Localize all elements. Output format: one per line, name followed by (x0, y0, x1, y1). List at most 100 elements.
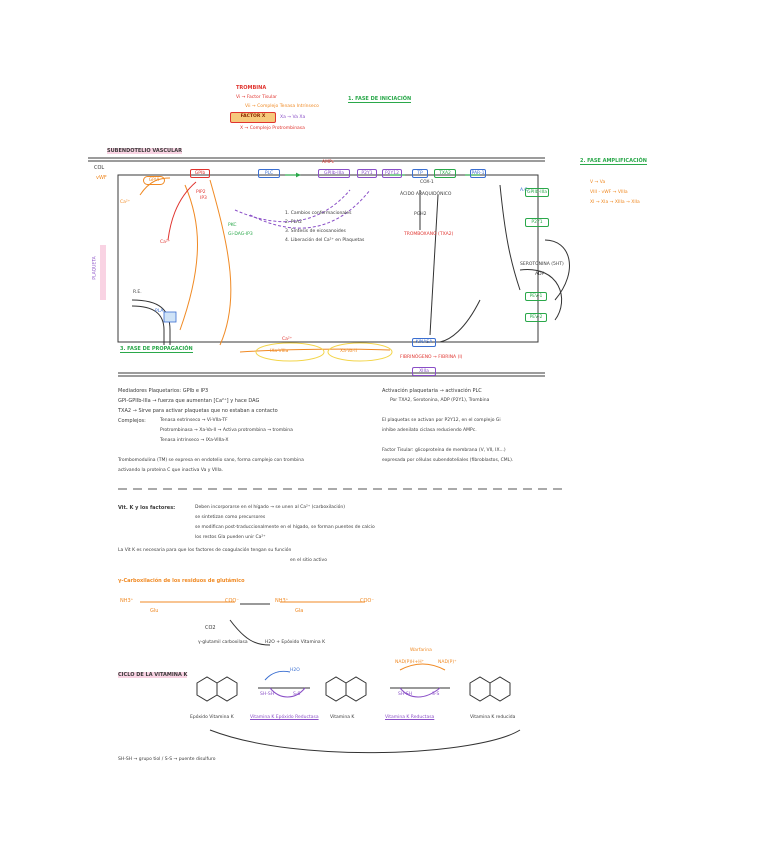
step: 4. Liberación del Ca²⁺ en Plaquetas (285, 238, 365, 243)
compound-label: Vitamina K (330, 715, 355, 720)
plaqueta-label: PLAQUETA (92, 256, 98, 280)
vitk-line: en el sitio activo (290, 558, 327, 563)
vitk-line: Deben incorporarse en el hígado → se une… (195, 505, 345, 510)
subendothelium-label: SUBENDOTELIO VASCULAR (107, 148, 182, 154)
kinase-box: KINASA (412, 338, 436, 347)
step: 3. Síntesis de eicosanoides (285, 229, 346, 234)
vitk-line: se sintetizan como precursores (195, 515, 266, 520)
note-right: expresada por células subendoteliales (f… (382, 458, 514, 463)
propagation-title: 3. FASE DE PROPAGACIÓN (120, 346, 193, 353)
gpiib-box: GPIIb-IIIa (525, 188, 549, 197)
prop-item: Xa-Va-II (340, 349, 357, 354)
txa2-label: TROMBOXANO (TXA2) (404, 232, 454, 237)
ca-ion: Ca²⁺ (120, 200, 131, 205)
receptor-box: PAR-1 (470, 169, 486, 178)
note-left: Complejos: (118, 418, 146, 424)
vitk-line: se modifican post-traduccionalmente en e… (195, 525, 375, 530)
amp-line: XI → XIa → XIIIa → XIIa (590, 200, 640, 205)
step: 1. Cambios conformacionales (285, 211, 352, 216)
factor-x-box: FACTOR X (230, 112, 276, 123)
receptor-box: GPIb (190, 169, 210, 178)
amp-line: VIII - vWF → VIIIa (590, 190, 628, 195)
serotonin-label: SEROTONINA (5HT) (520, 262, 564, 267)
fibrin-label: FIBRINÓGENO → FIBRINA (I) (400, 355, 463, 360)
dag-label: Gi-DAG-IP3 (228, 232, 253, 237)
mod-line: Xa → Va Xa (280, 115, 306, 120)
mod-line: X → Complejo Protrombinasa (240, 126, 305, 131)
coo-label: COO⁻ (225, 598, 240, 604)
pev2-box: PEV-2 (525, 313, 547, 322)
note-left: activando la proteína C que inactiva Va … (118, 468, 224, 473)
enzyme-label: Vitamina K Epóxido Reductasa (250, 715, 319, 720)
cofactor: S-S (432, 692, 440, 697)
note-left: Tenasa intrínseco → IXa-VIIIa-X (160, 438, 229, 443)
coo-label: COO⁻ (360, 598, 375, 604)
cofactor: SH-SH (260, 692, 275, 697)
carboxylation-title: γ-Carboxilación de los residuos de glutá… (118, 578, 245, 584)
plaqueta-stripe (100, 245, 106, 300)
gla-label: Gla (295, 608, 304, 614)
note-right: Factor Tisular: glicoproteína de membran… (382, 448, 506, 453)
cofactor: H2O (290, 668, 300, 673)
vitk-header: Vit. K y los factores: (118, 505, 176, 511)
compound-label: Epóxido Vitamina K (190, 715, 234, 720)
nh3-label: NH3⁺ (120, 598, 134, 604)
note-left: Tenasa extrínseco → Vi-VIIa-TF (160, 418, 228, 423)
carboxylase-label: γ-glutamil carboxilasa (198, 640, 248, 645)
note-right: inhibe adenilato ciclasa reduciendo AMPc… (382, 428, 477, 433)
nh3-label: NH3⁺ (275, 598, 289, 604)
cycle-label: CICLO DE LA VITAMINA K (118, 672, 188, 678)
vitamin-k-structure (325, 676, 367, 702)
receptor-box: TP (412, 169, 428, 178)
cofactor: S-S (293, 692, 301, 697)
enzyme-label: Vitamina K Reductasa (385, 715, 435, 720)
note-left: Trombomodulina (TM) se expresa en endote… (118, 458, 304, 463)
amplification-title: 2. FASE AMPLIFICACIÓN (580, 158, 647, 165)
vitk-line: La Vit K es necesaria para que los facto… (118, 548, 292, 553)
receptor-box: GPVI (143, 176, 165, 185)
ip3-label: IP3 (200, 196, 207, 201)
co2-label: CO2 (205, 625, 216, 631)
receptor-box: P2Y12 (382, 169, 402, 178)
initiation-title: 1. FASE DE INICIACIÓN (348, 96, 412, 103)
note-left: Mediadores Plaquetarios: GPIb e IP3 (118, 388, 209, 394)
amp-label: AMPc (322, 160, 335, 165)
footer-note: SH-SH → grupo tiol / S-S → puente disulf… (118, 757, 216, 762)
aa-label: ÁCIDO ARAQUIDÓNICO (400, 192, 452, 197)
receptor-box: P2Y1 (357, 169, 377, 178)
col-label: COL (94, 165, 105, 171)
note-left: Protrombinasa → Xa-Va-II → Activa protro… (160, 428, 293, 433)
adp-label: ADP (535, 272, 545, 277)
receptor-box: TXA2 (434, 169, 456, 178)
receptor-box: PLC (258, 169, 280, 178)
compound-label: Vitamina K reducida (470, 715, 516, 720)
note-right: El plaquetas se activan por P2Y12, en el… (382, 418, 501, 423)
note-right: Por TXA2, Serotonina, ADP (P2Y1), Trombi… (390, 398, 490, 403)
glu-label: Glu (150, 608, 159, 614)
note-right: Activación plaquetaria → activación PLC (382, 388, 482, 394)
p2y-box: P2Y1 (525, 218, 549, 227)
mod-line: Vii → Complejo Tenasa Intrínseco (245, 104, 319, 109)
vwf-label: vWF (96, 175, 107, 181)
cofactor: NAD(P)⁺ (438, 660, 457, 665)
warfarin-label: Warfarina (410, 648, 432, 653)
er-channel (163, 311, 177, 323)
step: 2. PLA2 (285, 220, 302, 225)
epoxide-structure (196, 676, 238, 702)
mod-title: TROMBINA (236, 85, 267, 91)
epoxide-note: H2O + Epóxido Vitamina K (265, 640, 326, 645)
prop-item: IXa-VIIIa (270, 349, 289, 354)
vitk-line: los restos Gla pueden unir Ca²⁺ (195, 535, 266, 540)
platelet-outline (117, 174, 539, 343)
mod-line: Vi → Factor Tisular (236, 95, 277, 100)
note-left: GPI-GPIIb-IIIa → fuerza que aumentan [Ca… (118, 398, 260, 404)
bot-box: XIIIa (412, 367, 436, 376)
pev1-box: PEV-1 (525, 292, 547, 301)
note-left: TXA2 → Sirve para activar plaquetas que … (118, 408, 278, 414)
cofactor: SH-SH (398, 692, 413, 697)
ca-label: Ca²⁺ (160, 240, 171, 245)
prop-item: Ca²⁺ (282, 337, 293, 342)
cofactor: NAD(P)H+H⁺ (395, 660, 425, 665)
